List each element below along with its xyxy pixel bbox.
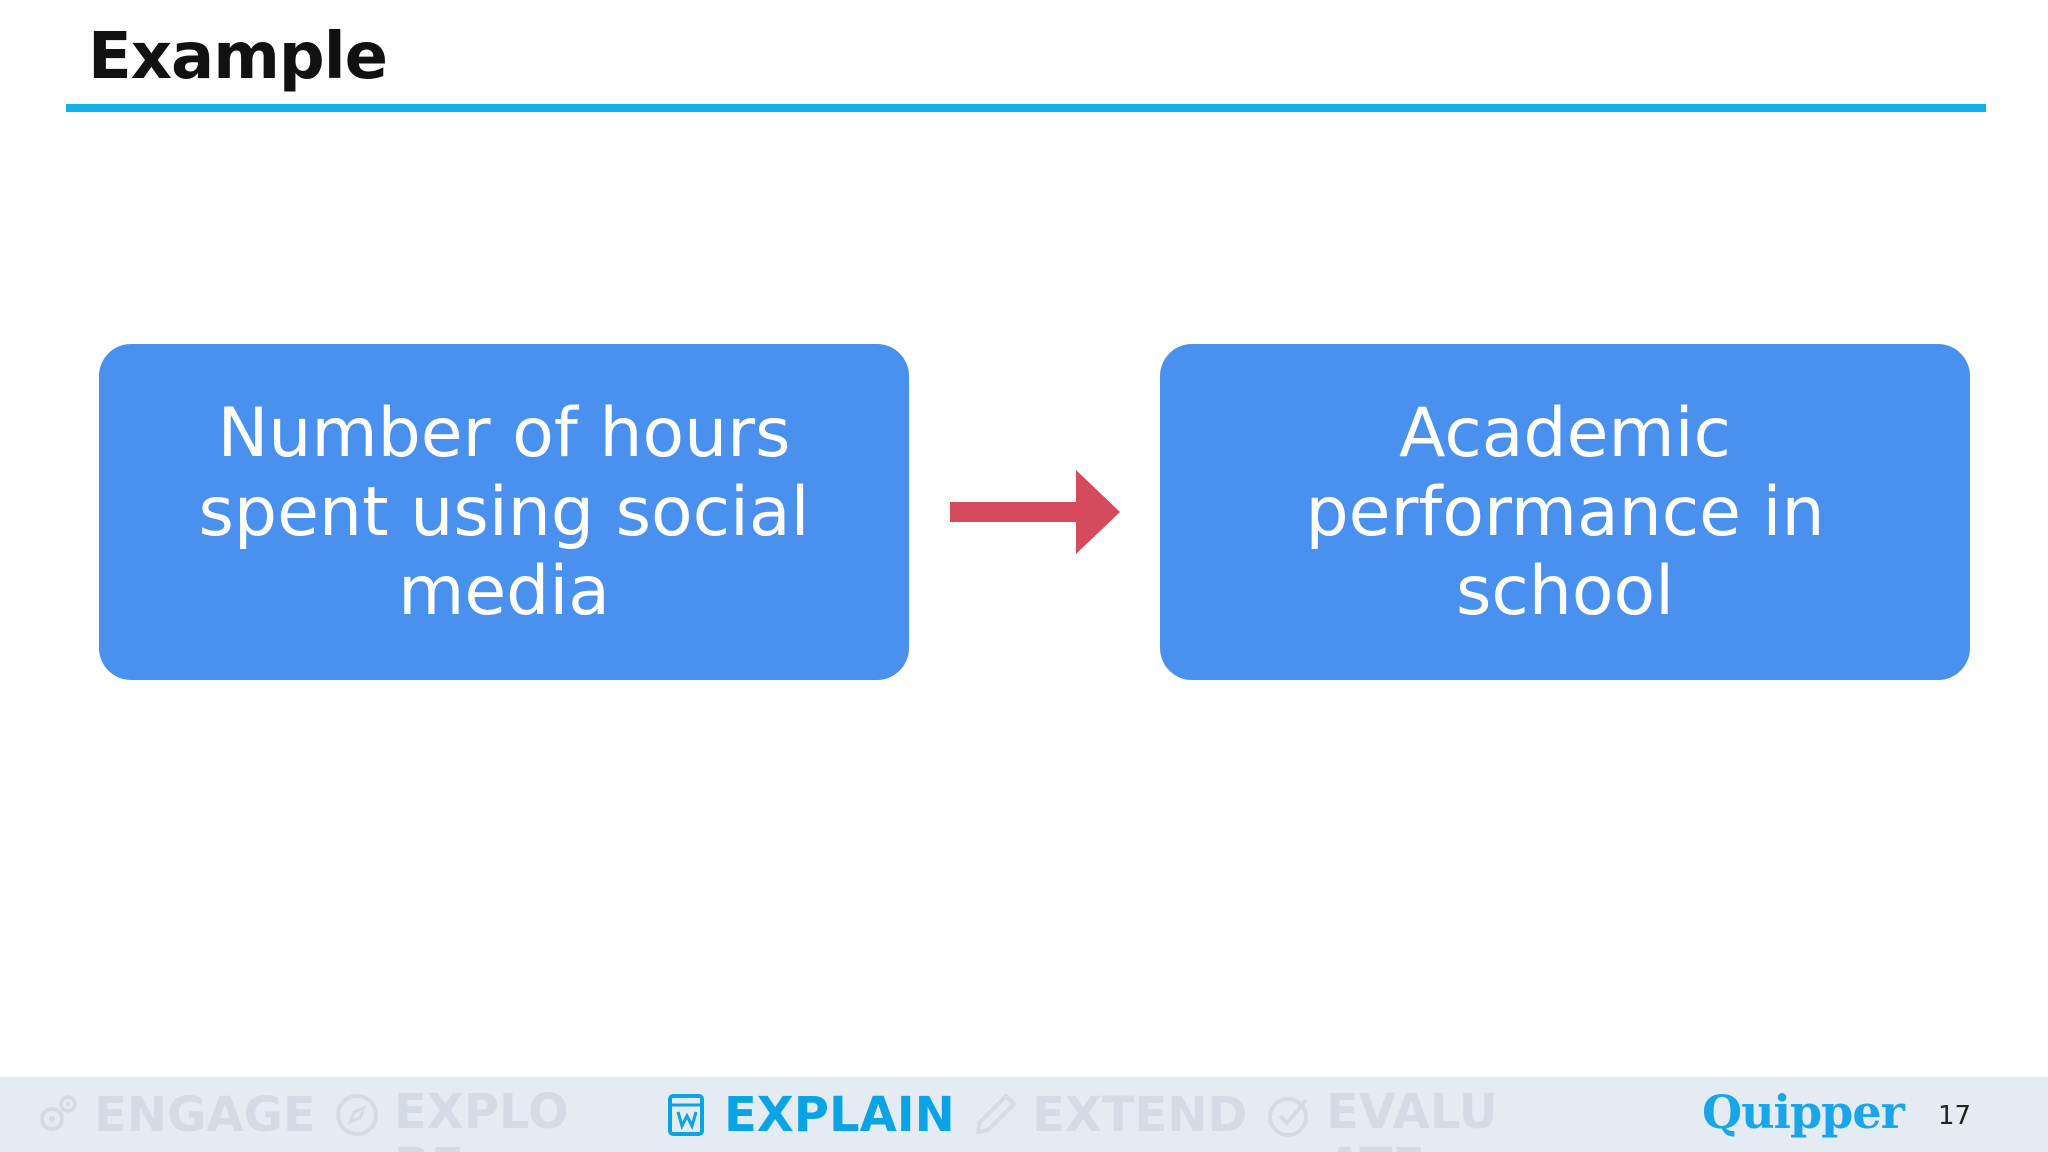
effect-box-text: Academic performance in school	[1305, 393, 1825, 631]
nav-engage-label: ENGAGE	[94, 1086, 316, 1143]
title-underline	[66, 104, 1986, 112]
nav-engage[interactable]: ENGAGE	[34, 1077, 316, 1152]
slide-title: Example	[88, 20, 388, 94]
check-circle-icon	[1268, 1096, 1308, 1137]
nav-extend-label: EXTEND	[1032, 1086, 1248, 1143]
cause-box: Number of hours spent using social media	[99, 344, 909, 680]
causal-arrow	[950, 470, 1120, 554]
effect-box: Academic performance in school	[1160, 344, 1970, 680]
nav-explore-label: EXPLORE	[394, 1085, 569, 1152]
page-number: 17	[1938, 1101, 1972, 1131]
nav-explain[interactable]: EXPLAIN	[664, 1077, 955, 1152]
nav-explain-label: EXPLAIN	[724, 1086, 955, 1143]
book-icon	[668, 1093, 704, 1136]
footer-nav-bar: ENGAGE EXPLORE EXPLAIN EXTEND	[0, 1077, 2048, 1152]
quipper-logo: Quipper	[1702, 1085, 1905, 1139]
nav-extend[interactable]: EXTEND	[972, 1077, 1247, 1152]
nav-evaluate-label: EVALUATE	[1326, 1085, 1498, 1152]
pencil-icon	[976, 1093, 1016, 1134]
gears-icon	[40, 1094, 77, 1131]
nav-explore[interactable]	[334, 1077, 394, 1152]
compass-icon	[336, 1093, 378, 1136]
nav-evaluate[interactable]	[1266, 1077, 1326, 1152]
cause-box-text: Number of hours spent using social media	[198, 393, 810, 631]
